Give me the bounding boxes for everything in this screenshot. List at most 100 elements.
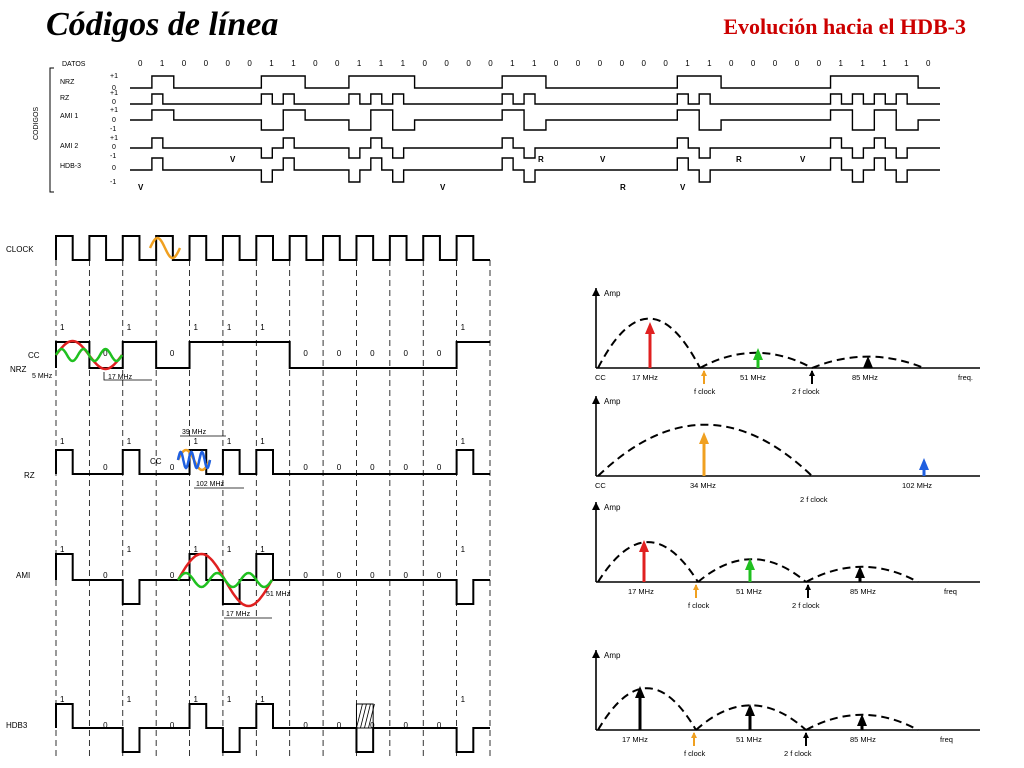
spectral-lobe bbox=[597, 687, 697, 731]
ami-ann-17mhz: 17 MHz bbox=[226, 611, 251, 618]
hatch-line bbox=[364, 703, 371, 729]
clock-dashed-guides bbox=[55, 260, 491, 760]
bit-label-hdb3: 0 bbox=[337, 721, 342, 730]
bit-label-ami: 1 bbox=[260, 545, 265, 554]
data-bit: 0 bbox=[663, 59, 668, 68]
bit-label-nrz: 1 bbox=[194, 323, 199, 332]
page-title: Códigos de línea bbox=[46, 6, 279, 43]
ami-ann-51mhz: 51 MHz bbox=[266, 591, 291, 598]
spectrum-label: 2 f clock bbox=[784, 749, 812, 758]
clock-marker-head bbox=[805, 584, 811, 590]
data-bit: 1 bbox=[860, 59, 865, 68]
data-bit: 1 bbox=[510, 59, 515, 68]
nrz-top-wave bbox=[130, 75, 940, 89]
nrz-label: NRZ bbox=[10, 365, 27, 374]
spectrum-label: 51 MHz bbox=[740, 373, 766, 382]
spectral-arrowhead bbox=[857, 714, 867, 726]
bit-label-hdb3: 1 bbox=[60, 695, 65, 704]
data-bit: 0 bbox=[554, 59, 559, 68]
data-bit: 1 bbox=[838, 59, 843, 68]
bit-label-ami: 0 bbox=[437, 571, 442, 580]
data-bit: 0 bbox=[598, 59, 603, 68]
amp-axis-arrow bbox=[592, 288, 600, 296]
bit-label-nrz: 0 bbox=[404, 349, 409, 358]
bit-label-ami: 1 bbox=[461, 545, 466, 554]
data-bit: 0 bbox=[423, 59, 428, 68]
data-bit: 1 bbox=[269, 59, 274, 68]
bit-label-rz: 0 bbox=[370, 463, 375, 472]
mark-r: R bbox=[620, 183, 626, 192]
data-bit: 0 bbox=[182, 59, 187, 68]
datos-label: DATOS bbox=[62, 61, 86, 68]
data-bit: 0 bbox=[926, 59, 931, 68]
amp-axis-arrow bbox=[592, 650, 600, 658]
row-label-rz: RZ bbox=[60, 95, 70, 102]
spectral-arrowhead bbox=[645, 322, 655, 334]
spectrum-label: 85 MHz bbox=[850, 587, 876, 596]
data-bit: 0 bbox=[751, 59, 756, 68]
spectrum-label: CC bbox=[595, 373, 606, 382]
data-bit: 1 bbox=[357, 59, 362, 68]
bit-label-ami: 1 bbox=[127, 545, 132, 554]
bit-label-hdb3: 1 bbox=[127, 695, 132, 704]
spectral-arrowhead bbox=[863, 356, 873, 368]
mark-v: V bbox=[138, 183, 144, 192]
bit-label-hdb3: 0 bbox=[404, 721, 409, 730]
ami2-top-wave bbox=[130, 137, 940, 159]
data-bit: 1 bbox=[291, 59, 296, 68]
spectrum-label: freq. bbox=[958, 373, 973, 382]
spectrum-label: 17 MHz bbox=[628, 587, 654, 596]
clock-marker-head bbox=[691, 732, 697, 738]
amp-label: Amp bbox=[604, 289, 621, 298]
bit-label-nrz: 0 bbox=[370, 349, 375, 358]
amp-label: Amp bbox=[604, 651, 621, 660]
bit-label-ami: 0 bbox=[370, 571, 375, 580]
hdb3-top-wave bbox=[130, 157, 940, 183]
bit-label-rz: 0 bbox=[170, 463, 175, 472]
left-waveforms bbox=[55, 235, 490, 753]
data-bit: 0 bbox=[620, 59, 625, 68]
data-bit: 0 bbox=[773, 59, 778, 68]
hatch-line bbox=[368, 703, 375, 729]
spectral-arrowhead bbox=[855, 566, 865, 578]
nrz-ann-5mhz: 5 MHz bbox=[32, 373, 53, 380]
bit-label-nrz: 1 bbox=[127, 323, 132, 332]
bit-label-hdb3: 1 bbox=[260, 695, 265, 704]
bit-label-rz: 0 bbox=[103, 463, 108, 472]
bit-label-hdb3: 1 bbox=[194, 695, 199, 704]
rz-wave bbox=[55, 449, 490, 475]
bit-label-rz: 1 bbox=[60, 437, 65, 446]
spectrum-label: 2 f clock bbox=[792, 387, 820, 396]
bit-label-rz: 0 bbox=[303, 463, 308, 472]
data-bit: 1 bbox=[160, 59, 165, 68]
data-bit: 1 bbox=[532, 59, 537, 68]
bit-label-hdb3: 1 bbox=[461, 695, 466, 704]
rz-ann-39mhz: 39 MHz bbox=[182, 429, 207, 436]
data-bit: 0 bbox=[576, 59, 581, 68]
nrz-green-sine bbox=[54, 347, 124, 363]
bit-label-nrz: 1 bbox=[260, 323, 265, 332]
ami-label: AMI bbox=[16, 571, 30, 580]
spectral-arrowhead bbox=[919, 458, 929, 470]
nrz-ann-bracket bbox=[103, 372, 152, 381]
rz-level-plus1: +1 bbox=[110, 90, 118, 97]
rz-ann-102mhz: 102 MHz bbox=[196, 481, 225, 488]
bit-label-ami: 1 bbox=[60, 545, 65, 554]
row-label-hdb3: HDB-3 bbox=[60, 163, 81, 170]
data-bit: 0 bbox=[444, 59, 449, 68]
data-bit: 0 bbox=[226, 59, 231, 68]
data-bit: 0 bbox=[204, 59, 209, 68]
data-bit: 0 bbox=[817, 59, 822, 68]
bit-label-nrz: 1 bbox=[60, 323, 65, 332]
data-bit: 0 bbox=[138, 59, 143, 68]
spectrum-label: 2 f clock bbox=[792, 601, 820, 610]
clock-label: CLOCK bbox=[6, 245, 34, 254]
amp-axis-arrow bbox=[592, 502, 600, 510]
bit-label-hdb3: 0 bbox=[370, 721, 375, 730]
spectral-lobe bbox=[597, 317, 701, 369]
